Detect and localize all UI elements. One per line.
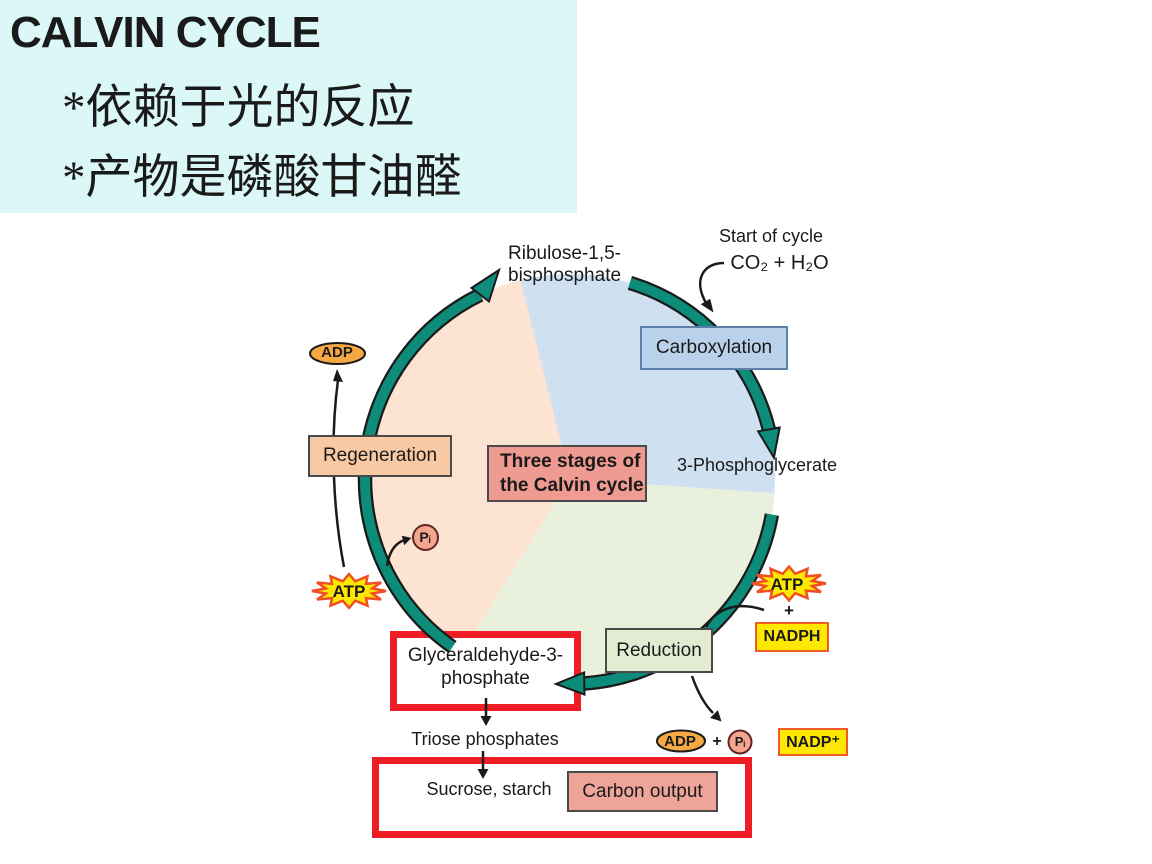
plus-bottom-label: +: [712, 733, 722, 750]
reduction-to-adp-arrowhead-icon: [710, 710, 722, 722]
pi-release-arrowhead-icon: [401, 535, 412, 546]
g3p-line1: Glyceraldehyde-3-: [407, 645, 564, 666]
cycle-arrowhead-to-ribulose-icon: [469, 267, 501, 304]
g3p-label: Glyceraldehyde-3- phosphate: [393, 644, 578, 690]
co2-entry-arrowhead-icon: [700, 298, 714, 313]
reduction-box: Reduction: [605, 628, 713, 673]
nadph-label: NADPH: [763, 628, 821, 645]
title-block: CALVIN CYCLE *依赖于光的反应 *产物是磷酸甘油醛: [0, 0, 577, 213]
carboxylation-label: Carboxylation: [655, 337, 773, 358]
three-stages-box: Three stages of the Calvin cycle: [487, 445, 647, 502]
co2-h2o-label: CO₂ + H₂O: [730, 252, 829, 274]
carboxylation-box: Carboxylation: [640, 326, 788, 370]
adp-bottom-label: ADP: [664, 733, 696, 750]
reduction-to-adp-arrow: [690, 675, 714, 714]
sucrose-starch-label: Sucrose, starch: [426, 779, 552, 799]
bullet-light-dependent: *依赖于光的反应: [62, 82, 415, 134]
cycle-arrowhead-to-g3p-icon: [553, 671, 586, 696]
phosphoglycerate-label: 3-Phosphoglycerate: [676, 455, 838, 475]
adp-left-label: ADP: [321, 344, 353, 361]
plus-right-label: +: [784, 601, 794, 620]
g3p-line2: phosphate: [441, 668, 530, 689]
pi-circle-left-icon: [412, 524, 439, 551]
triose-to-sucrose-arrowhead-icon: [477, 769, 489, 779]
atp-nadph-connector-arrow: [704, 604, 765, 628]
pi-bottom-label: Pᵢ: [734, 734, 746, 749]
atp-right-label: ATP: [770, 575, 804, 594]
carbon-output-highlight-box: [372, 757, 752, 838]
three-stages-line1: Three stages of: [500, 450, 641, 472]
carbon-output-label: Carbon output: [582, 780, 703, 802]
ribulose-label: Ribulose-1,5- bisphosphate: [508, 243, 621, 287]
pi-release-arrow: [385, 539, 404, 567]
triose-phosphates-label: Triose phosphates: [411, 729, 559, 749]
pi-left-label: Pᵢ: [419, 529, 431, 545]
cycle-arrowhead-to-pga-icon: [756, 426, 781, 461]
ribulose-line1: Ribulose-1,5-: [508, 243, 621, 264]
carbon-output-box: Carbon output: [567, 771, 718, 812]
adp-oval-bottom-icon: [656, 729, 706, 753]
nadph-box: NADPH: [755, 622, 829, 652]
start-of-cycle-label: Start of cycle: [718, 226, 824, 246]
co2-entry-arrow: [698, 261, 725, 304]
sector-carboxylation: [520, 274, 775, 494]
three-stages-line2: the Calvin cycle: [500, 474, 644, 496]
atp-to-adp-arrowhead-icon: [333, 369, 343, 382]
regeneration-label: Regeneration: [322, 445, 438, 466]
regeneration-box: Regeneration: [308, 435, 452, 477]
bullet-product-g3p: *产物是磷酸甘油醛: [62, 152, 462, 204]
atp-left-label: ATP: [332, 582, 366, 601]
ribulose-line2: bisphosphate: [508, 265, 622, 286]
pi-circle-bottom-icon: [727, 729, 753, 755]
adp-oval-left-icon: [309, 342, 366, 365]
nadp-plus-label: NADP⁺: [786, 734, 840, 751]
reduction-label: Reduction: [616, 639, 702, 661]
g3p-to-triose-arrowhead-icon: [480, 716, 492, 726]
slide-title: CALVIN CYCLE: [10, 8, 321, 57]
sector-regeneration: [365, 280, 570, 653]
nadp-plus-box: NADP⁺: [778, 728, 848, 756]
